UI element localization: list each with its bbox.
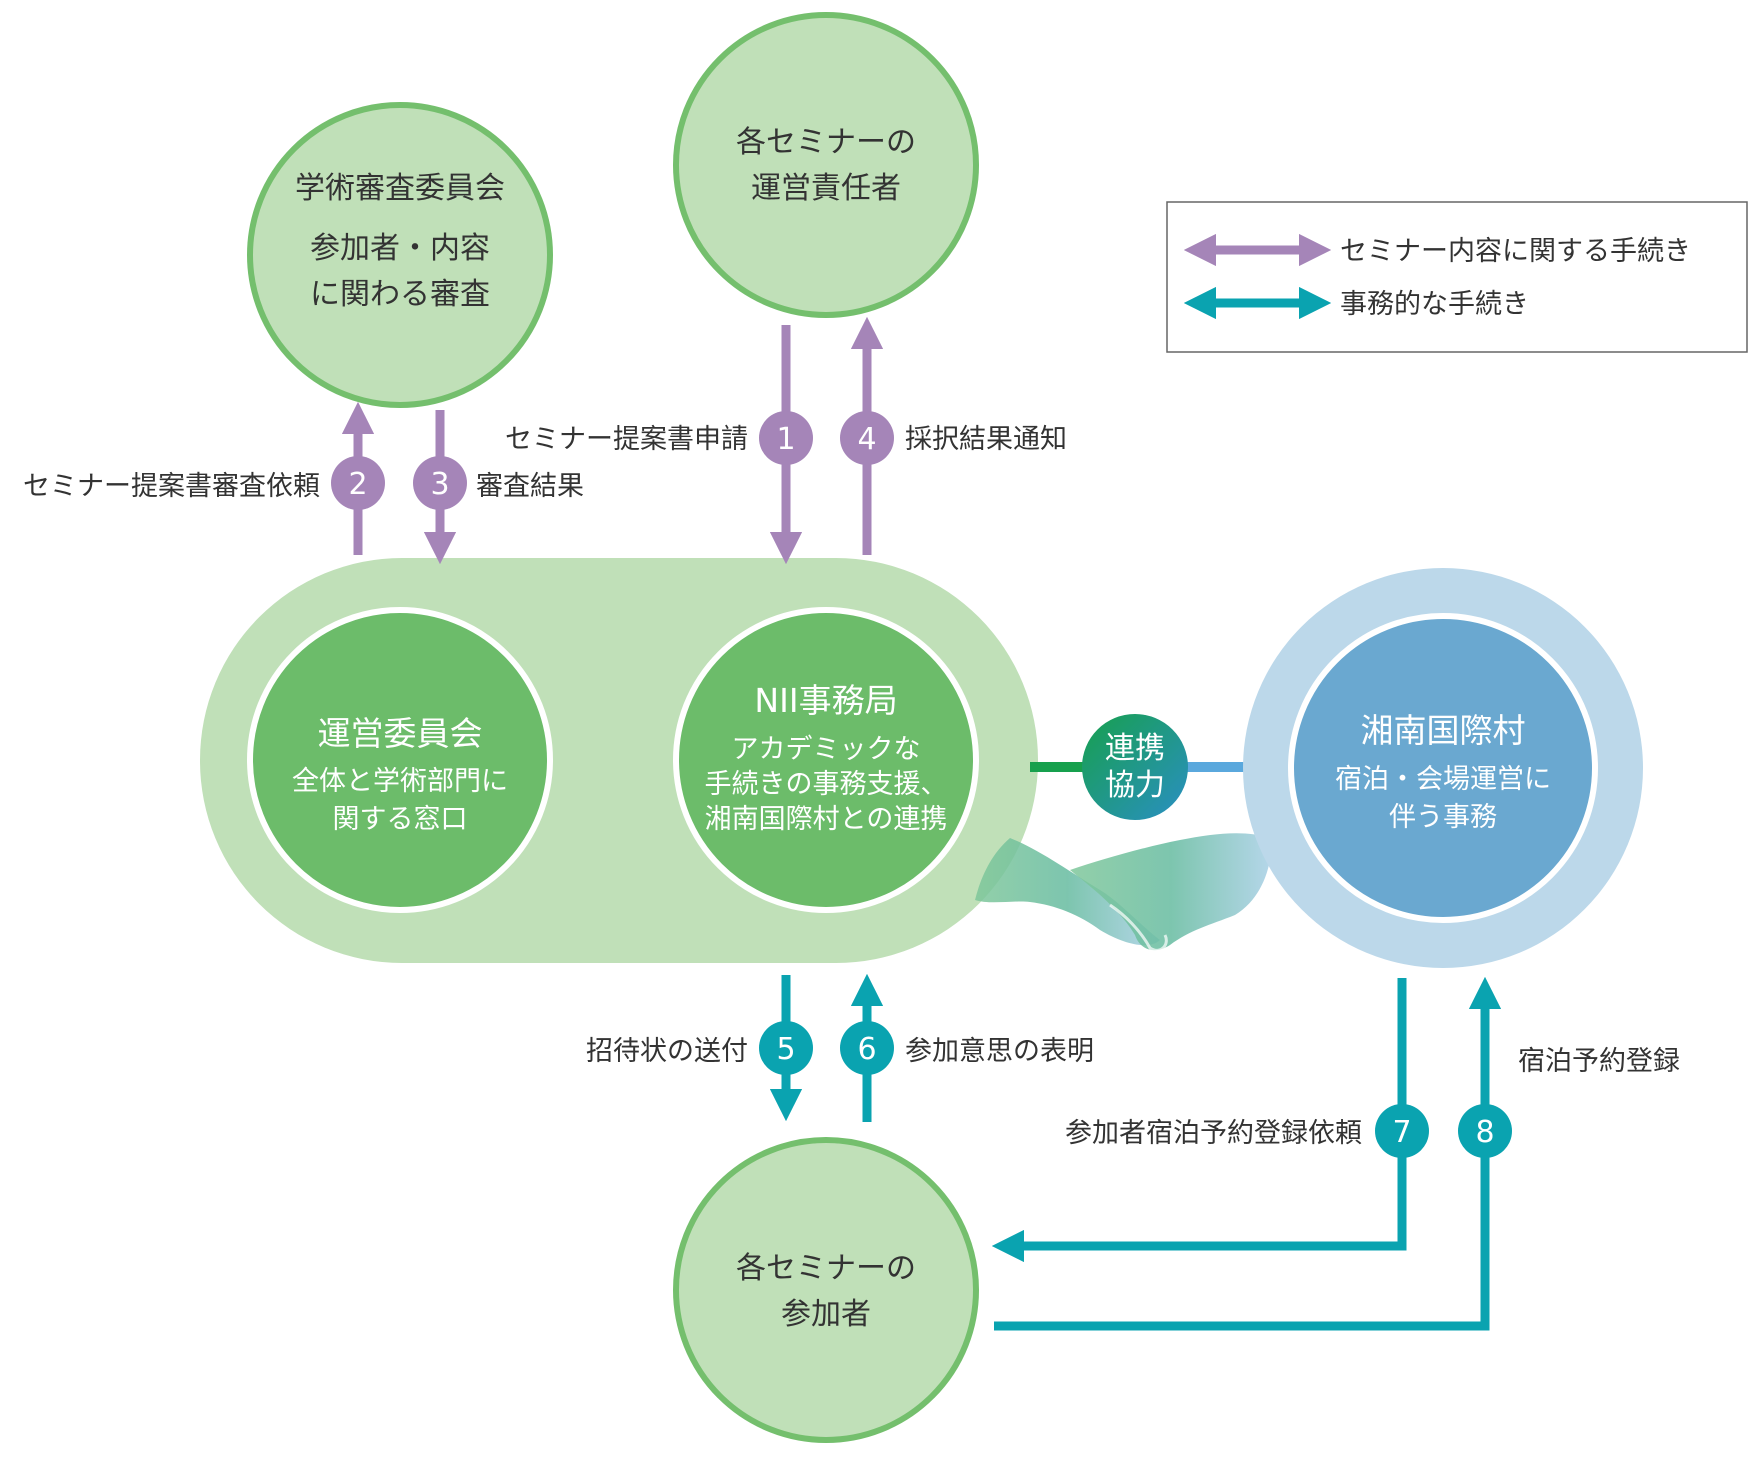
organizers-line1: 各セミナーの [736, 125, 916, 160]
svg-text:5: 5 [776, 1032, 795, 1067]
organizers-line2: 運営責任者 [751, 171, 901, 206]
svg-text:2: 2 [348, 467, 367, 502]
cooperation-line2: 協力 [1105, 768, 1165, 803]
participants-line2: 参加者 [781, 1297, 871, 1332]
nii-office-line1: アカデミックな [732, 734, 921, 765]
step-label-6: 参加意思の表明 [905, 1036, 1094, 1067]
step-label-3: 審査結果 [476, 471, 584, 502]
svg-text:1: 1 [776, 422, 795, 457]
svg-text:8: 8 [1475, 1115, 1494, 1150]
step-badge-1: 1 [759, 411, 813, 465]
legend-administrative-label: 事務的な手続き [1340, 289, 1529, 320]
step-badge-7: 7 [1375, 1104, 1429, 1158]
shonan-village-node: 湘南国際村 宿泊・会場運営に 伴う事務 [1243, 568, 1643, 968]
step-label-1: セミナー提案書申請 [505, 424, 748, 455]
shonan-village-line1: 宿泊・会場運営に [1335, 764, 1551, 795]
svg-text:3: 3 [430, 467, 449, 502]
step-label-7: 参加者宿泊予約登録依頼 [1065, 1118, 1362, 1149]
handshake-icon [975, 833, 1272, 952]
participants-node: 各セミナーの 参加者 [673, 1137, 979, 1443]
step-badge-6: 6 [840, 1021, 894, 1075]
nii-office-line3: 湘南国際村との連携 [705, 804, 948, 835]
review-committee-line2: に関わる審査 [310, 277, 490, 312]
svg-text:6: 6 [857, 1032, 876, 1067]
step-badge-4: 4 [840, 411, 894, 465]
nii-office-title: NII事務局 [754, 681, 897, 720]
steering-committee-node: 運営委員会 全体と学術部門に 関する窓口 [247, 607, 553, 913]
step-label-5: 招待状の送付 [586, 1036, 748, 1067]
steering-committee-title: 運営委員会 [318, 714, 483, 753]
nii-office-line2: 手続きの事務支援、 [705, 769, 948, 800]
cooperation-line1: 連携 [1105, 731, 1165, 766]
review-committee-line1: 参加者・内容 [310, 231, 490, 266]
step-badge-3: 3 [413, 456, 467, 510]
steering-committee-line1: 全体と学術部門に [292, 766, 508, 797]
step-label-2: セミナー提案書審査依頼 [23, 471, 320, 502]
svg-text:7: 7 [1392, 1115, 1411, 1150]
legend-academic-label: セミナー内容に関する手続き [1340, 236, 1691, 267]
svg-text:4: 4 [857, 422, 876, 457]
review-committee-node: 学術審査委員会 参加者・内容 に関わる審査 [247, 102, 553, 408]
organizers-node: 各セミナーの 運営責任者 [673, 12, 979, 318]
cooperation-badge: 連携 協力 [1082, 714, 1188, 820]
step-badge-5: 5 [759, 1021, 813, 1075]
nii-office-node: NII事務局 アカデミックな 手続きの事務支援、 湘南国際村との連携 [673, 607, 979, 913]
step-badge-8: 8 [1458, 1104, 1512, 1158]
step-badge-2: 2 [331, 456, 385, 510]
step-label-4: 採択結果通知 [905, 424, 1067, 455]
legend: セミナー内容に関する手続き 事務的な手続き [1166, 201, 1748, 353]
arrow-step-7 [991, 978, 1407, 1263]
step-label-8: 宿泊予約登録 [1518, 1046, 1680, 1077]
review-committee-title: 学術審査委員会 [295, 171, 505, 206]
shonan-village-line2: 伴う事務 [1389, 802, 1497, 833]
shonan-village-title: 湘南国際村 [1361, 711, 1526, 750]
participants-line1: 各セミナーの [736, 1251, 916, 1286]
steering-committee-line2: 関する窓口 [333, 804, 468, 835]
